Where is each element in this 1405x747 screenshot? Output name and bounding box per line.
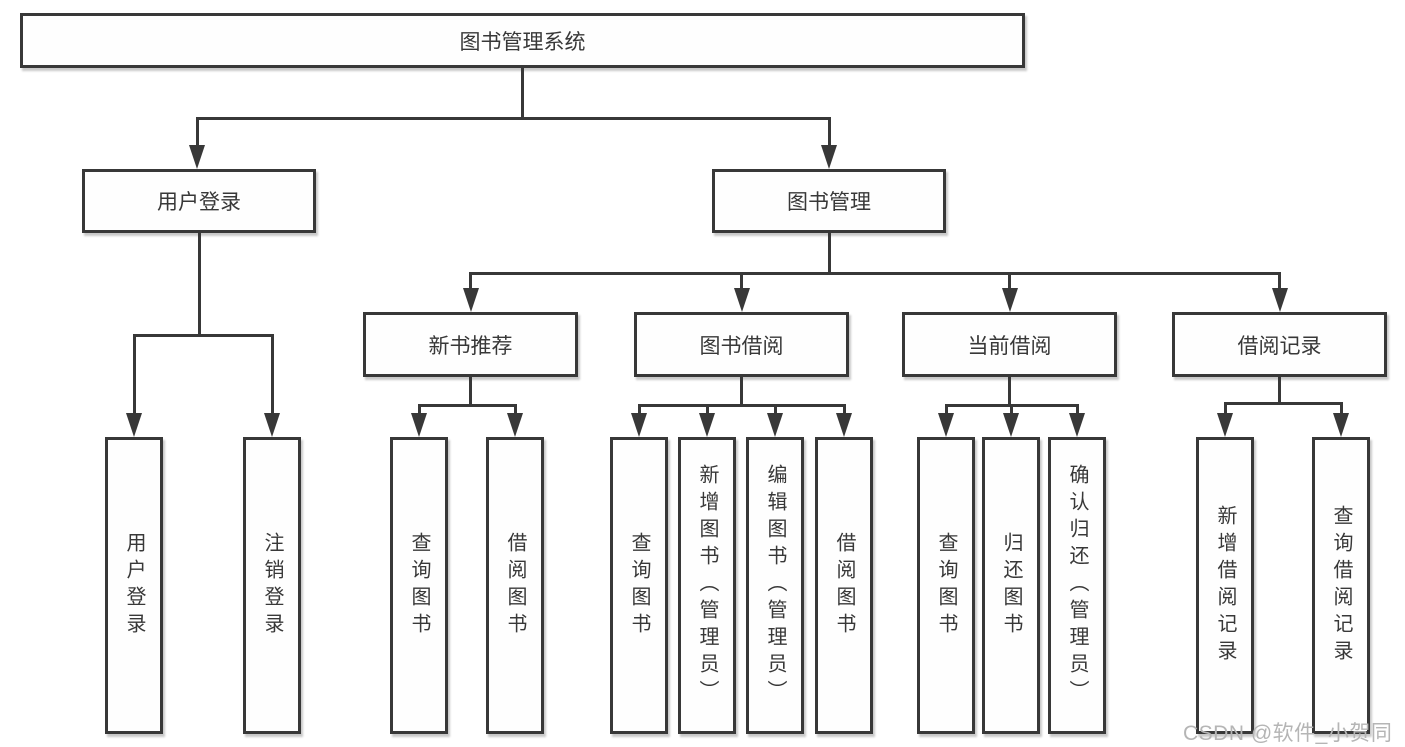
leaf-label: 借阅图书 [504,531,526,640]
connector-drop-level2 [469,272,472,292]
connector-drop-level2 [740,272,743,292]
arrowhead-down-icon [411,413,427,437]
leaf-add-borrow-record: 新增借阅记录 [1196,437,1254,734]
node-user-login: 用户登录 [82,169,316,233]
connector-drop-user-login [195,117,199,149]
root-node-label: 图书管理系统 [459,30,586,54]
arrowhead-down-icon [733,288,750,312]
arrowhead-down-icon [938,413,954,437]
connector-bookmgmt-trunk [827,233,831,273]
arrowhead-down-icon [1003,413,1019,437]
leaf-borrow-books-1: 借阅图书 [486,437,544,734]
connector-bookborrow-trunk [740,377,743,407]
connector-drop-leaf [842,404,846,417]
leaf-label: 新增图书（管理员） [696,464,718,707]
connector-bookborrow-branch [637,404,846,407]
node-current-borrow: 当前借阅 [902,312,1117,377]
leaf-add-books-admin: 新增图书（管理员） [678,437,736,734]
connector-drop-book-management [827,117,831,149]
node-label: 当前借阅 [967,334,1052,358]
node-book-borrow: 图书借阅 [634,312,849,377]
leaf-label: 确认归还（管理员） [1066,464,1088,707]
connector-drop-leaf [132,334,136,417]
connector-drop-leaf [705,404,709,417]
leaf-return-books: 归还图书 [982,437,1040,734]
connector-newbook-branch [417,404,517,407]
connector-drop-leaf [1339,402,1343,417]
connector-newbook-trunk [469,377,472,407]
connector-currentborrow-trunk [1008,377,1011,407]
arrowhead-down-icon [264,413,280,437]
connector-drop-leaf [513,404,517,417]
arrowhead-down-icon [836,413,852,437]
arrowhead-down-icon [821,145,837,169]
arrowhead-down-icon [1271,288,1288,312]
arrowhead-down-icon [507,413,523,437]
arrowhead-down-icon [462,288,479,312]
connector-userlogin-branch [132,334,274,337]
connector-drop-leaf [637,404,641,417]
leaf-query-books-3: 查询图书 [917,437,975,734]
node-label: 图书借阅 [699,334,784,358]
arrowhead-down-icon [189,145,205,169]
arrowhead-down-icon [126,413,142,437]
leaf-logout: 注销登录 [243,437,301,734]
connector-drop-leaf [1075,404,1079,417]
arrowhead-down-icon [767,413,783,437]
leaf-label: 用户登录 [123,531,145,640]
leaf-borrow-books-2: 借阅图书 [815,437,873,734]
arrowhead-down-icon [699,413,715,437]
connector-bookmgmt-branch [469,272,1281,275]
connector-drop-leaf [1223,402,1227,417]
leaf-edit-books-admin: 编辑图书（管理员） [746,437,804,734]
arrowhead-down-icon [1001,288,1018,312]
arrowhead-down-icon [1333,413,1349,437]
leaf-label: 查询图书 [935,531,957,640]
connector-drop-leaf [417,404,421,417]
node-book-management: 图书管理 [712,169,946,233]
leaf-label: 查询图书 [408,531,430,640]
arrowhead-down-icon [1069,413,1085,437]
connector-drop-leaf [944,404,948,417]
node-label: 借阅记录 [1237,334,1322,358]
connector-root-trunk [520,68,524,118]
arrowhead-down-icon [631,413,647,437]
node-new-book-recommend: 新书推荐 [363,312,578,377]
leaf-label: 查询图书 [628,531,650,640]
leaf-label: 归还图书 [1000,531,1022,640]
connector-root-branch [195,117,831,120]
node-borrow-record: 借阅记录 [1172,312,1387,377]
root-node-library-system: 图书管理系统 [20,13,1025,68]
leaf-query-borrow-record: 查询借阅记录 [1312,437,1370,734]
node-label: 图书管理 [787,191,871,214]
connector-userlogin-trunk [197,233,201,337]
leaf-label: 查询借阅记录 [1330,504,1352,667]
leaf-label: 借阅图书 [833,531,855,640]
connector-drop-level2 [1008,272,1011,292]
leaf-label: 注销登录 [261,531,283,640]
leaf-label: 新增借阅记录 [1214,504,1236,667]
node-label: 用户登录 [157,191,241,214]
leaf-label: 编辑图书（管理员） [764,464,786,707]
connector-drop-leaf [1009,404,1013,417]
arrowhead-down-icon [1217,413,1233,437]
leaf-query-books-1: 查询图书 [390,437,448,734]
leaf-confirm-return-admin: 确认归还（管理员） [1048,437,1106,734]
connector-drop-leaf [270,334,274,417]
connector-borrowrecord-trunk [1278,377,1281,405]
connector-drop-level2 [1278,272,1281,292]
connector-drop-leaf [773,404,777,417]
csdn-watermark: CSDN @软件_小贺同学 [1183,722,1393,745]
node-label: 新书推荐 [428,334,513,358]
connector-borrowrecord-branch [1223,402,1343,405]
leaf-user-login: 用户登录 [105,437,163,734]
leaf-query-books-2: 查询图书 [610,437,668,734]
